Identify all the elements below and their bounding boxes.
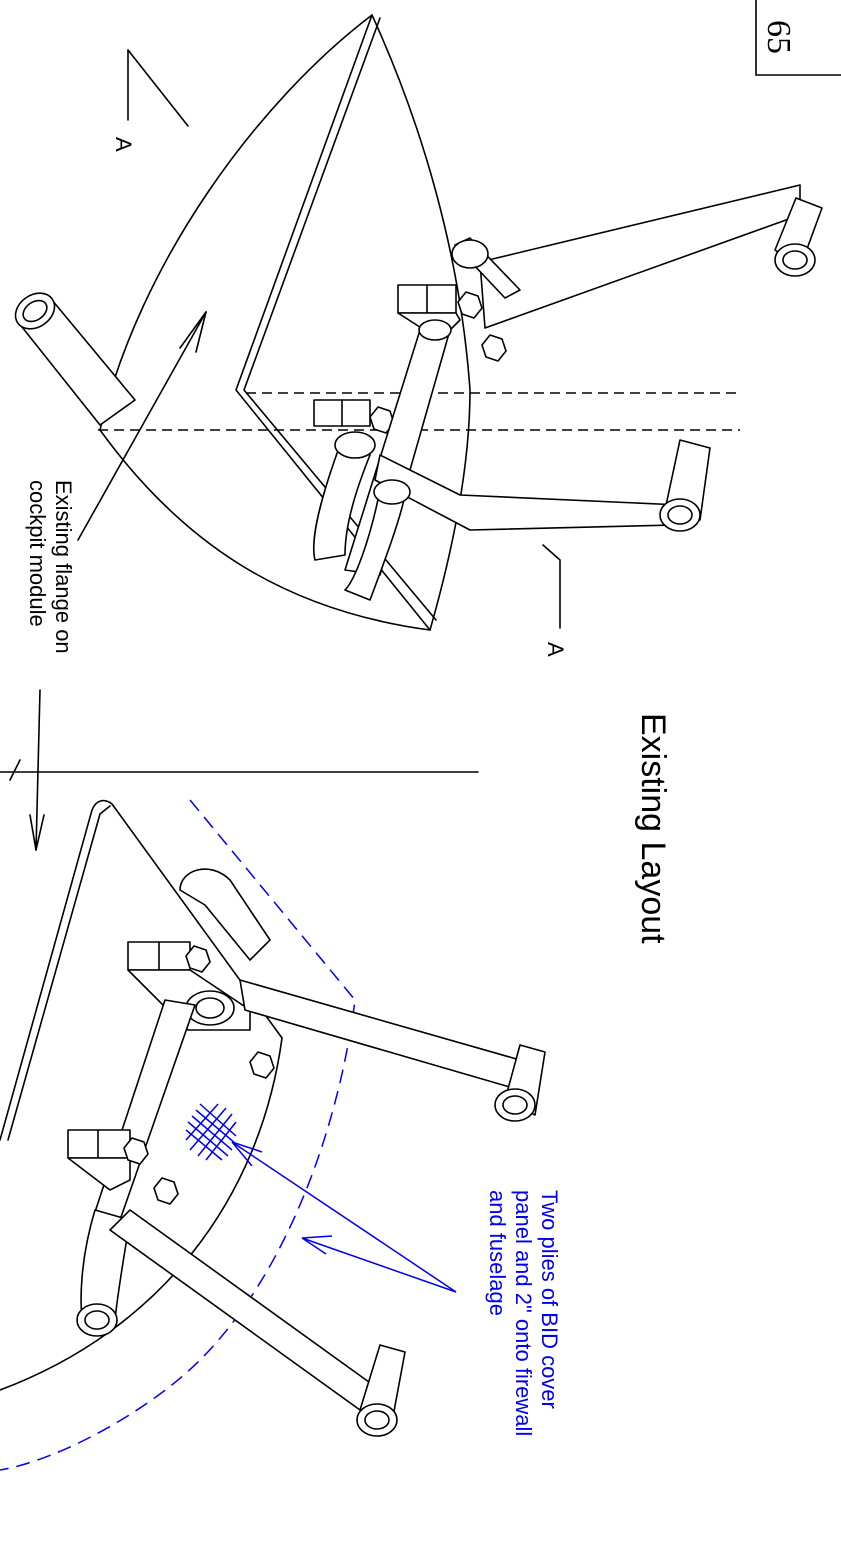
lower-bracket-1 [94, 868, 546, 1221]
upper-bracket-1 [397, 284, 507, 362]
upper-rod-assembly-lower [312, 431, 711, 601]
bid-callout-arrows [231, 1141, 457, 1293]
flange-label-line-1: Existing flange on [51, 480, 76, 654]
bid-note-line-3: and fuselage [485, 1190, 510, 1316]
bid-note-line-2: panel and 2" onto firewall [511, 1190, 536, 1436]
section-label-a-top: A [111, 137, 136, 152]
page-title: Existing Layout [634, 713, 672, 944]
lower-bracket-2 [67, 1129, 406, 1437]
bid-note-line-1: Two plies of BID cover [537, 1190, 562, 1409]
bolt-head-icon [185, 945, 211, 973]
bolt-head-icon [123, 1137, 149, 1165]
upper-rod-assembly [451, 184, 823, 329]
bolt-head-icon [153, 1177, 179, 1205]
bolt-head-icon [481, 334, 507, 362]
tube-existing-left [14, 292, 136, 426]
lower-view-proposed-assembly [0, 759, 546, 1471]
flange-label-line-2: cockpit module [25, 480, 50, 627]
bid-ply-boundary [0, 799, 356, 1471]
upper-view-existing-assembly: A [14, 14, 823, 657]
section-marker-a-top: A [111, 49, 189, 152]
bid-note: Two plies of BID cover panel and 2" onto… [485, 1190, 562, 1436]
panel-outline [0, 799, 283, 1141]
bolt-head-icon [457, 291, 483, 319]
bolt-head-icon [249, 1051, 275, 1079]
page-number: 65 [760, 20, 797, 54]
upper-bracket-2 [313, 319, 452, 576]
bolt-head-icon [369, 406, 395, 434]
flange-callout: Existing flange on cockpit module [25, 480, 76, 851]
bid-weave-hatch [185, 1103, 237, 1161]
page-number-box: 65 [755, 0, 841, 76]
section-marker-a-bottom: A [542, 544, 568, 657]
section-label-a-bottom: A [543, 642, 568, 657]
